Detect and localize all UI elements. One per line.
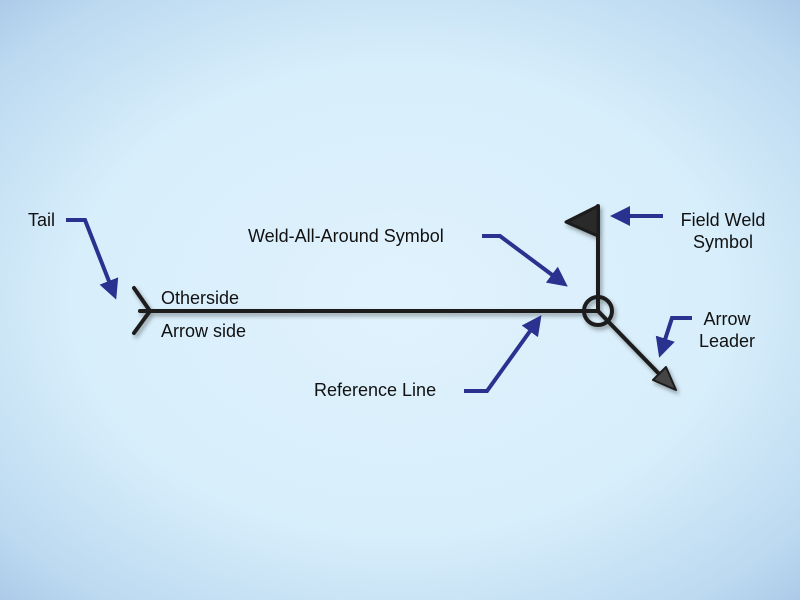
field-weld-label: Field Weld Symbol: [664, 209, 782, 253]
reference-line-callout-arrow: [464, 315, 542, 393]
arrow-leader-label-line1: Arrow: [703, 309, 751, 329]
weld-all-around-label: Weld-All-Around Symbol: [248, 226, 444, 246]
arrow-leader-callout-arrow: [655, 316, 692, 358]
arrow-leader-head-icon: [652, 366, 677, 391]
field-weld-label-line2: Symbol: [692, 232, 754, 252]
weld-all-around-circle-icon: [582, 295, 614, 327]
callout-arrows: [66, 206, 692, 393]
arrow-side-label: Arrow side: [161, 321, 247, 341]
field-weld-label-line1: Field Weld: [680, 210, 766, 230]
arrow-leader-line: [596, 309, 668, 383]
tail-symbol: [132, 286, 152, 335]
otherside-label: Otherside: [161, 288, 240, 308]
arrow-leader-label: Arrow Leader: [692, 308, 762, 352]
weld-symbol: [132, 204, 677, 391]
tail-callout-arrow: [66, 218, 119, 300]
weld-all-around-callout-arrow: [482, 234, 568, 287]
arrow-leader-label-line2: Leader: [698, 331, 756, 351]
field-weld-flag-icon: [564, 204, 600, 238]
reference-line-label: Reference Line: [314, 380, 437, 400]
tail-label: Tail: [28, 210, 56, 230]
